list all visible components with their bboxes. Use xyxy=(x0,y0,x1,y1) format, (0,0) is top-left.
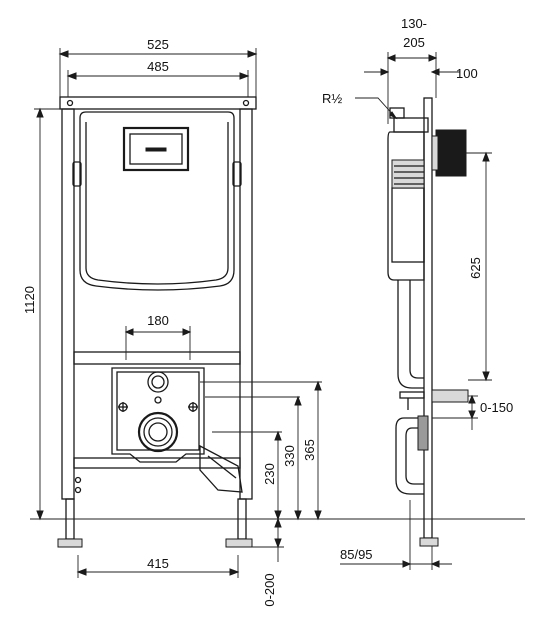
top-rail-hole-left xyxy=(66,99,74,107)
flush-button-icon xyxy=(145,147,167,152)
side-frame-tube xyxy=(423,97,433,539)
label-1120: 1120 xyxy=(22,286,37,314)
drain-outlet-outer xyxy=(137,411,179,453)
label-525: 525 xyxy=(147,37,169,52)
label-100: 100 xyxy=(456,66,478,81)
top-rail xyxy=(59,96,257,110)
label-205: 205 xyxy=(403,35,425,50)
side-cistern-inner xyxy=(391,187,425,263)
label-485: 485 xyxy=(147,59,169,74)
side-flush-plate xyxy=(435,129,467,177)
cistern-clip-left xyxy=(72,161,82,187)
right-post xyxy=(239,108,253,500)
label-625: 625 xyxy=(468,257,483,279)
side-bolt-plate xyxy=(431,389,469,403)
side-cistern xyxy=(387,131,425,281)
lower-rail xyxy=(73,457,241,469)
right-foot xyxy=(225,538,253,548)
drain-outlet-mid xyxy=(143,417,173,447)
label-thread: R½ xyxy=(322,91,342,106)
mounting-plate-inner xyxy=(116,371,200,451)
side-standpipe xyxy=(397,280,424,389)
water-inlet-inner xyxy=(151,375,165,389)
label-230: 230 xyxy=(262,463,277,485)
cistern-inner xyxy=(85,122,229,285)
label-0-150: 0-150 xyxy=(480,400,513,415)
front-dimensions xyxy=(30,48,525,578)
side-foot xyxy=(419,537,439,547)
side-dimensions xyxy=(340,52,492,570)
dimension-labels: 525 485 1120 180 415 365 330 230 0-200 1… xyxy=(22,16,513,607)
drain-outlet-inner xyxy=(148,422,168,442)
side-drain-muff xyxy=(417,415,429,451)
left-post xyxy=(61,108,75,500)
label-365: 365 xyxy=(302,439,317,461)
mounting-plate xyxy=(111,367,205,463)
flush-plate-inner xyxy=(129,133,183,165)
mid-rail xyxy=(73,351,241,365)
cistern-clip-right xyxy=(232,161,242,187)
label-130: 130- xyxy=(401,16,427,31)
label-85-95: 85/95 xyxy=(340,547,373,562)
water-inlet-outer xyxy=(147,371,169,393)
side-drain-pipe xyxy=(395,417,424,495)
label-0-200: 0-200 xyxy=(262,573,277,606)
left-foot xyxy=(57,538,83,548)
label-180: 180 xyxy=(147,313,169,328)
drain-bend xyxy=(199,444,243,493)
cistern-body xyxy=(79,111,235,291)
side-actuator xyxy=(391,159,425,189)
label-415: 415 xyxy=(147,556,169,571)
top-rail-hole-right xyxy=(242,99,250,107)
side-top-bracket xyxy=(393,117,429,133)
side-inlet xyxy=(389,107,405,119)
flush-plate xyxy=(122,126,190,172)
label-330: 330 xyxy=(282,445,297,467)
side-view xyxy=(387,97,469,547)
